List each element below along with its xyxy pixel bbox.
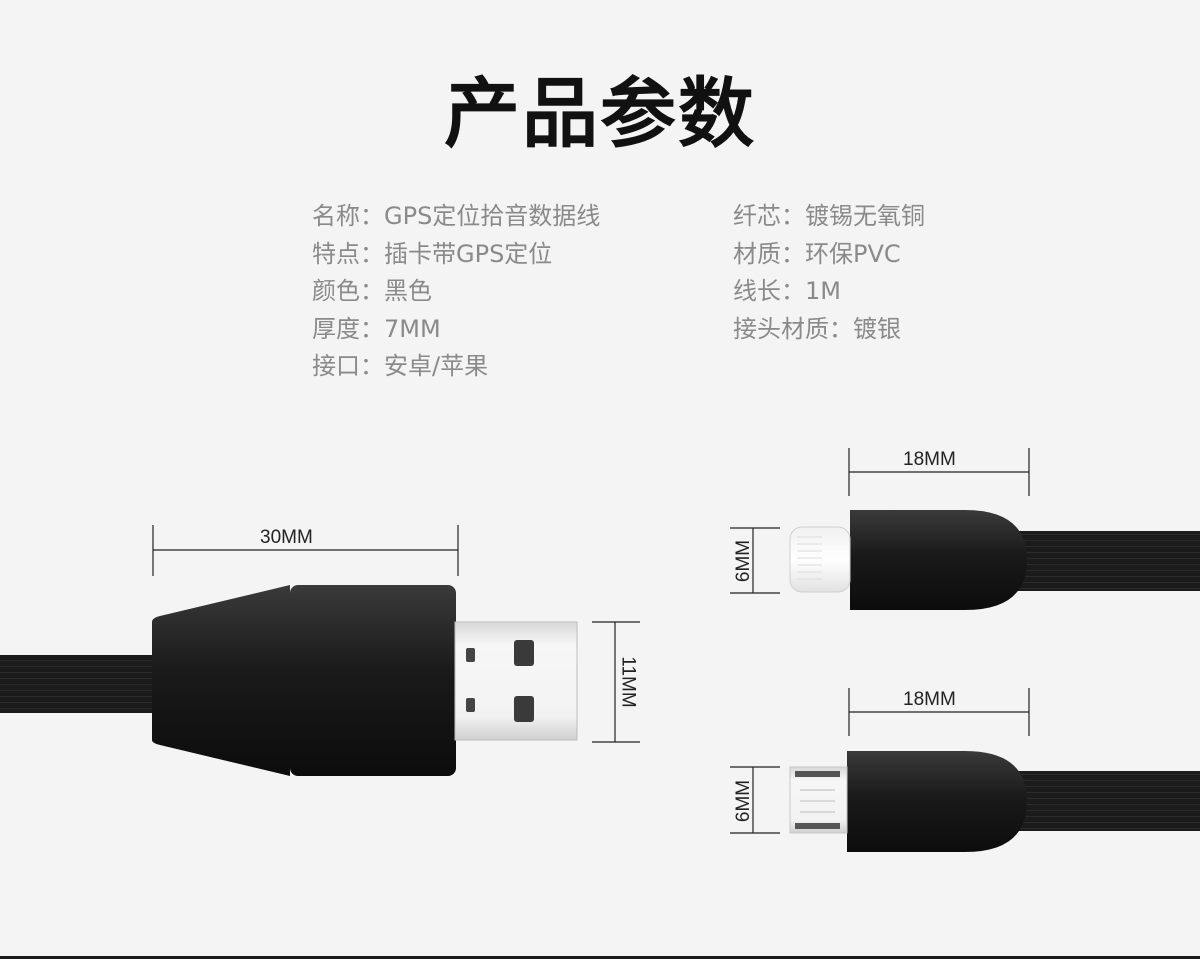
spec-label: 特点 — [312, 239, 360, 268]
spec-value: 镀银 — [853, 314, 901, 343]
micro-dimension-lines — [730, 688, 1030, 834]
micro-slot — [795, 771, 840, 777]
spec-label: 颜色 — [312, 277, 360, 305]
spec-value: 安卓/苹果 — [384, 352, 489, 380]
spec-value: 镀锡无氧铜 — [805, 202, 925, 230]
specs-right-list: 纤芯：镀锡无氧铜 材质：环保PVC 线长：1M 接头材质：镀银 — [733, 198, 925, 348]
lightning-housing — [850, 510, 1027, 610]
spec-separator: ： — [781, 277, 805, 305]
spec-value: 插卡带GPS定位 — [384, 239, 553, 268]
usb-height-label: 11MM — [617, 656, 639, 708]
micro-flat-cable — [1000, 771, 1200, 831]
page-title: 产品参数 — [444, 69, 756, 158]
lightning-dimension-lines — [730, 448, 1030, 594]
spec-row-material: 材质：环保PVC — [733, 236, 925, 274]
usb-housing — [290, 585, 456, 776]
spec-label: 接口 — [312, 352, 360, 380]
spec-separator: ： — [781, 202, 805, 230]
usb-flat-cable — [0, 655, 160, 713]
micro-height-label: 6MM — [733, 779, 755, 823]
spec-row-connector-material: 接头材质：镀银 — [733, 311, 925, 349]
spec-value: 7MM — [384, 314, 441, 343]
spec-row-name: 名称：GPS定位拾音数据线 — [312, 198, 600, 236]
micro-housing — [847, 751, 1027, 852]
lightning-height-label: 6MM — [733, 539, 755, 583]
bottom-divider — [0, 956, 1200, 959]
spec-separator: ： — [360, 202, 384, 230]
micro-usb-connector — [789, 751, 1200, 852]
usb-dimension-lines — [152, 525, 640, 743]
spec-value: 黑色 — [384, 277, 432, 305]
usb-connector — [0, 585, 578, 776]
micro-contacts — [800, 789, 835, 813]
spec-label: 纤芯 — [733, 202, 781, 230]
usb-small-hole — [466, 698, 475, 712]
spec-separator: ： — [360, 239, 384, 268]
usb-metal-plug — [454, 621, 578, 741]
spec-row-interface: 接口：安卓/苹果 — [312, 348, 600, 386]
lightning-connector — [789, 510, 1200, 610]
spec-row-color: 颜色：黑色 — [312, 273, 600, 311]
spec-separator: ： — [360, 314, 384, 343]
spec-label: 名称 — [312, 202, 360, 230]
spec-separator: ： — [360, 352, 384, 380]
spec-separator: ： — [829, 314, 853, 343]
spec-label: 厚度 — [312, 314, 360, 343]
specs-left-list: 名称：GPS定位拾音数据线 特点：插卡带GPS定位 颜色：黑色 厚度：7MM 接… — [312, 198, 600, 386]
lightning-contacts — [797, 536, 822, 580]
lightning-plug — [789, 526, 851, 593]
spec-row-core: 纤芯：镀锡无氧铜 — [733, 198, 925, 236]
spec-label: 线长 — [733, 277, 781, 305]
lightning-length-label: 18MM — [903, 449, 956, 470]
spec-row-feature: 特点：插卡带GPS定位 — [312, 236, 600, 274]
spec-value: GPS定位拾音数据线 — [384, 202, 601, 230]
lightning-flat-cable — [1000, 531, 1200, 591]
spec-value: 环保PVC — [805, 239, 901, 268]
spec-row-length: 线长：1M — [733, 273, 925, 311]
usb-large-hole — [514, 696, 534, 722]
spec-separator: ： — [360, 277, 384, 305]
usb-strain-relief — [152, 585, 290, 776]
spec-separator: ： — [781, 239, 805, 268]
usb-small-hole — [466, 648, 475, 662]
usb-large-hole — [514, 640, 534, 666]
micro-metal-plug — [789, 766, 848, 834]
spec-value: 1M — [805, 277, 841, 305]
micro-length-label: 18MM — [903, 689, 956, 710]
spec-row-thickness: 厚度：7MM — [312, 311, 600, 349]
usb-length-label: 30MM — [260, 527, 313, 548]
micro-slot — [795, 823, 840, 829]
spec-label: 接头材质 — [733, 314, 829, 343]
spec-label: 材质 — [733, 239, 781, 268]
